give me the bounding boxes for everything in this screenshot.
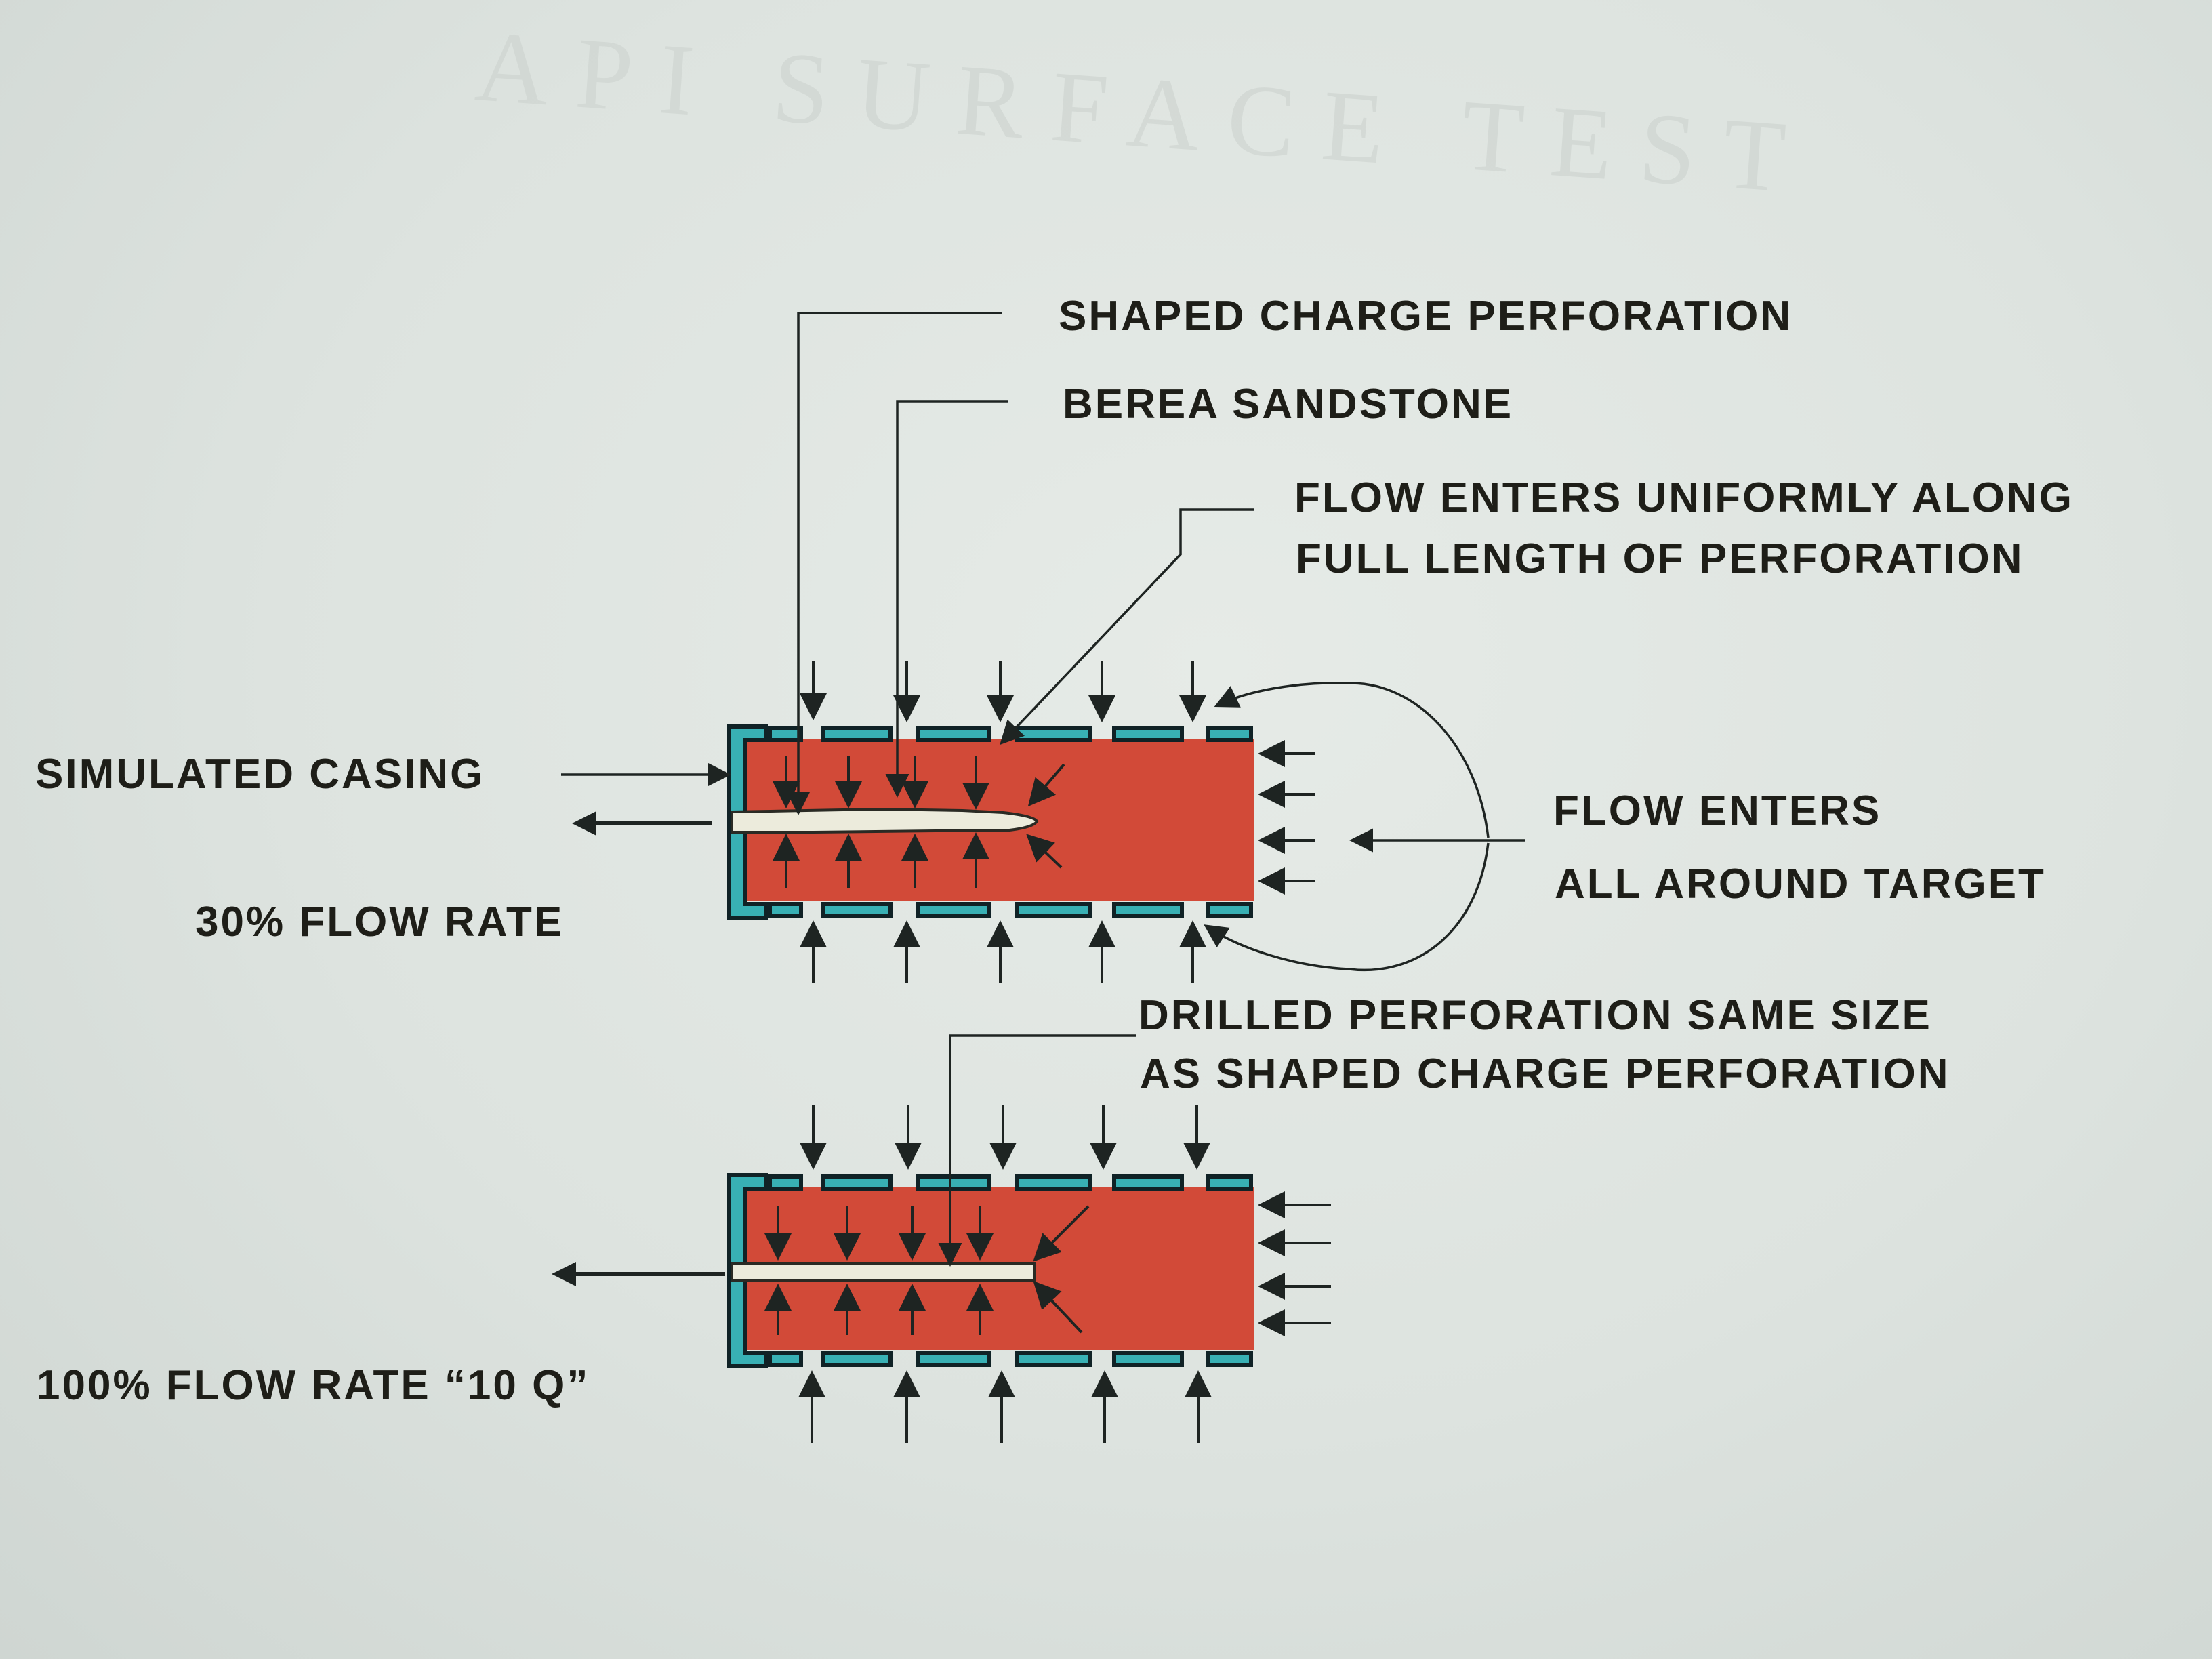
label-100-flow-rate: 100% FLOW RATE “10 Q”: [37, 1362, 590, 1409]
casing-plates-top-row-1: [768, 726, 1253, 742]
shaped-charge-tunnel: [731, 807, 1039, 834]
label-shaped-charge-perforation: SHAPED CHARGE PERFORATION: [1059, 293, 1793, 340]
leader-lines: [561, 312, 1525, 1267]
arc-flow-around-bottom: [1204, 842, 1490, 971]
internal-flow-arrows-bottom: [764, 1205, 1090, 1335]
label-simulated-casing: SIMULATED CASING: [35, 751, 485, 798]
simulated-casing-left-bottom: [727, 1173, 768, 1368]
leader-drilled: [938, 1034, 1136, 1267]
external-arrows-right-1: [1258, 740, 1315, 895]
label-berea-sandstone: BEREA SANDSTONE: [1063, 381, 1514, 428]
label-30-flow-rate: 30% FLOW RATE: [195, 899, 565, 945]
label-all-around-target: ALL AROUND TARGET: [1555, 861, 2046, 907]
external-arrows-above-1: [800, 661, 1206, 722]
casing-plates-bottom-row-2: [768, 1351, 1253, 1367]
casing-plates-top-row-2: [768, 1174, 1253, 1191]
leader-shaped-charge: [786, 312, 1002, 815]
internal-flow-arrows-top: [773, 756, 1065, 888]
label-drilled-line1: DRILLED PERFORATION SAME SIZE: [1139, 992, 1932, 1039]
leader-flow-uniform: [1000, 508, 1254, 745]
casing-plates-bottom-row-1: [768, 902, 1253, 918]
external-arrows-above-2: [800, 1105, 1210, 1170]
target-shaped-charge: [572, 661, 1315, 983]
arc-flow-around-top: [1214, 682, 1490, 838]
leader-berea: [885, 400, 1008, 798]
external-arrows-right-2: [1258, 1191, 1331, 1336]
label-flow-uniform-line2: FULL LENGTH OF PERFORATION: [1296, 535, 2024, 582]
target-drilled: [552, 1105, 1331, 1443]
label-flow-uniform-line1: FLOW ENTERS UNIFORMLY ALONG: [1294, 474, 2074, 521]
external-arrows-below-2: [798, 1370, 1212, 1443]
label-flow-enters: FLOW ENTERS: [1553, 787, 1882, 834]
external-arrows-below-1: [800, 920, 1206, 983]
label-drilled-line2: AS SHAPED CHARGE PERFORATION: [1140, 1050, 1950, 1097]
simulated-casing-left-top: [727, 724, 768, 920]
drilled-tunnel: [731, 1262, 1036, 1282]
